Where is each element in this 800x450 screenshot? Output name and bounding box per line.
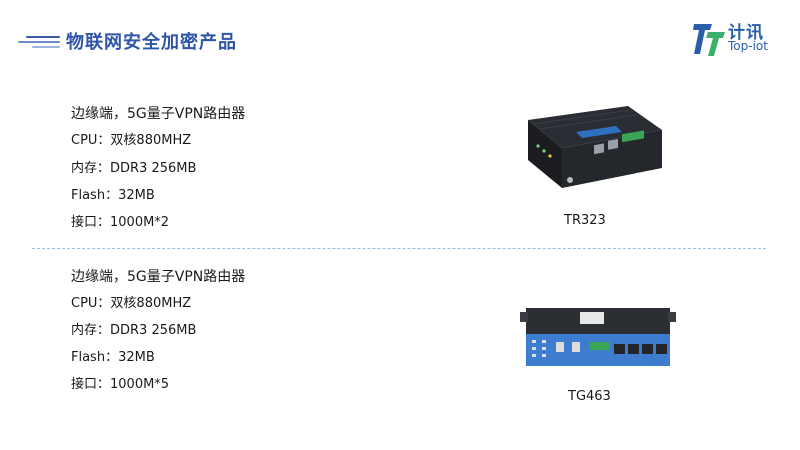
product-2-title: 边缘端，5G量子VPN路由器: [71, 269, 246, 285]
product-2-model-caption: TG463: [568, 389, 611, 404]
router-black-device-icon: [510, 96, 670, 196]
gateway-blue-device-icon: [516, 298, 680, 378]
product-1-model-caption: TR323: [564, 213, 606, 228]
product-1-memory: 内存：DDR3 256MB: [71, 161, 197, 176]
header-decoration-lines-icon: [18, 34, 60, 48]
product-2-port: 接口：1000M*5: [71, 377, 170, 392]
product-2-memory: 内存：DDR3 256MB: [71, 323, 197, 338]
logo-chinese-text: 计讯: [728, 23, 764, 43]
company-logo: 计讯 Top-iot: [692, 18, 784, 58]
section-divider: [32, 248, 766, 249]
product-1-flash: Flash：32MB: [71, 188, 155, 203]
page-title: 物联网安全加密产品: [66, 32, 237, 53]
product-1-port: 接口：1000M*2: [71, 215, 170, 230]
logo-english-text: Top-iot: [728, 39, 768, 53]
product-2-cpu: CPU：双核880MHZ: [71, 296, 192, 311]
product-1-title: 边缘端，5G量子VPN路由器: [71, 106, 246, 122]
slide-header: 物联网安全加密产品 计讯 Top-iot: [0, 0, 800, 70]
product-1-cpu: CPU：双核880MHZ: [71, 133, 192, 148]
product-2-flash: Flash：32MB: [71, 350, 155, 365]
logo-mark-icon: [693, 24, 725, 56]
